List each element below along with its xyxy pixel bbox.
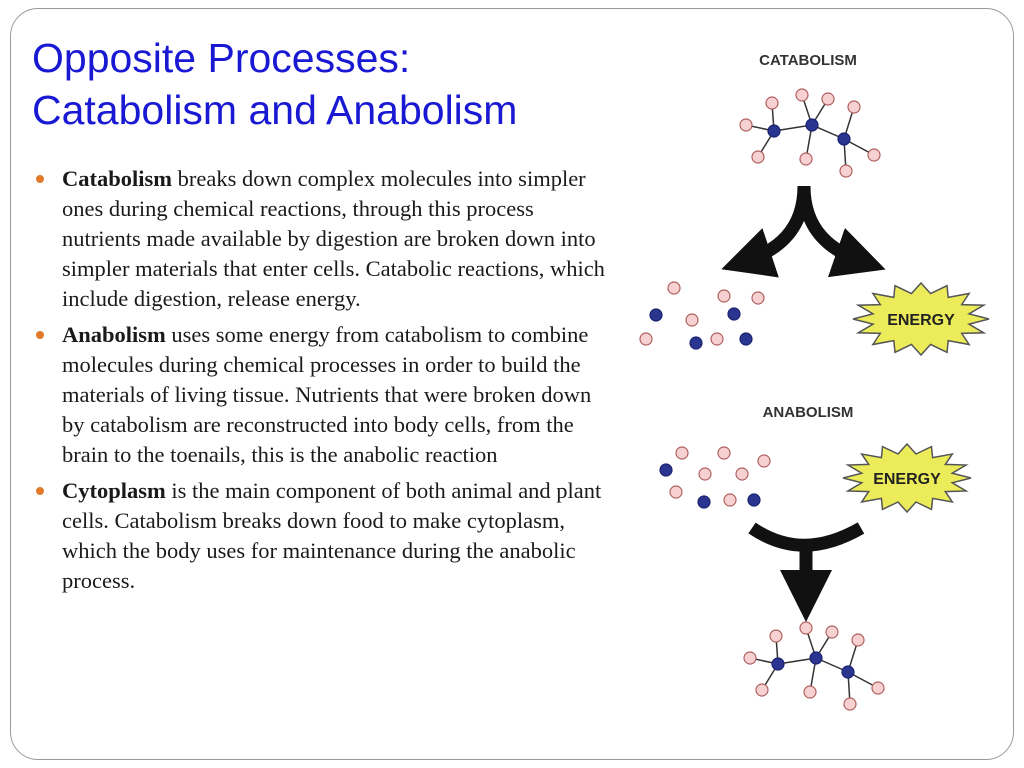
dark-atom	[837, 132, 851, 146]
dark-atom	[771, 657, 785, 671]
bullet-item-catabolism: Catabolism breaks down complex molecules…	[36, 164, 616, 314]
light-atom	[717, 446, 731, 460]
light-atom	[751, 150, 765, 164]
light-atom	[769, 629, 783, 643]
light-atom	[675, 446, 689, 460]
bullet-text: uses some energy from catabolism to comb…	[62, 322, 592, 467]
light-atom	[803, 685, 817, 699]
slide-title: Opposite Processes: Catabolism and Anabo…	[32, 32, 632, 136]
bullet-term: Anabolism	[62, 322, 166, 347]
simple-molecules-icon	[659, 446, 771, 509]
energy-burst-icon: ENERGY	[842, 442, 972, 514]
complex-molecule-icon	[743, 621, 885, 711]
light-atom	[735, 467, 749, 481]
light-atom	[799, 152, 813, 166]
bullet-list: Catabolism breaks down complex molecules…	[36, 164, 616, 602]
dark-atom	[809, 651, 823, 665]
light-atom	[757, 454, 771, 468]
light-atom	[685, 313, 699, 327]
dark-atom	[697, 495, 711, 509]
light-atom	[843, 697, 857, 711]
light-atom	[710, 332, 724, 346]
light-atom	[839, 164, 853, 178]
light-atom	[698, 467, 712, 481]
bullet-term: Catabolism	[62, 166, 173, 191]
light-atom	[723, 493, 737, 507]
light-atom	[799, 621, 813, 635]
bullet-text: is the main component of both animal and…	[62, 478, 602, 593]
bullet-item-anabolism: Anabolism uses some energy from cataboli…	[36, 320, 616, 470]
dark-atom	[689, 336, 703, 350]
energy-label: ENERGY	[887, 312, 955, 329]
light-atom	[851, 633, 865, 647]
light-atom	[739, 118, 753, 132]
bullet-dot-icon	[36, 331, 44, 339]
dark-atom	[727, 307, 741, 321]
down-arrow-icon	[748, 522, 865, 622]
simple-molecules-icon	[639, 281, 765, 350]
dark-atom	[841, 665, 855, 679]
light-atom	[847, 100, 861, 114]
dark-atom	[767, 124, 781, 138]
dark-atom	[805, 118, 819, 132]
dark-atom	[649, 308, 663, 322]
dark-atom	[739, 332, 753, 346]
metabolism-diagram: CATABOLISM ENERGY ANABOLISM ENERGY	[639, 52, 990, 711]
light-atom	[765, 96, 779, 110]
light-atom	[867, 148, 881, 162]
light-atom	[743, 651, 757, 665]
bullet-term: Cytoplasm	[62, 478, 166, 503]
light-atom	[751, 291, 765, 305]
slide-title-line-2: Catabolism and Anabolism	[32, 87, 518, 133]
anabolism-label: ANABOLISM	[763, 404, 854, 421]
light-atom	[667, 281, 681, 295]
light-atom	[755, 683, 769, 697]
light-atom	[825, 625, 839, 639]
bullet-text: breaks down complex molecules into simpl…	[62, 166, 605, 311]
light-atom	[821, 92, 835, 106]
light-atom	[795, 88, 809, 102]
light-atom	[669, 485, 683, 499]
light-atom	[717, 289, 731, 303]
bullet-dot-icon	[36, 175, 44, 183]
bullet-item-cytoplasm: Cytoplasm is the main component of both …	[36, 476, 616, 596]
slide-title-line-1: Opposite Processes:	[32, 35, 411, 81]
light-atom	[639, 332, 653, 346]
split-arrow-icon	[721, 185, 886, 278]
dark-atom	[659, 463, 673, 477]
dark-atom	[747, 493, 761, 507]
energy-label: ENERGY	[873, 471, 941, 488]
complex-molecule-icon	[739, 88, 881, 178]
catabolism-label: CATABOLISM	[759, 52, 857, 69]
light-atom	[871, 681, 885, 695]
bullet-dot-icon	[36, 487, 44, 495]
energy-burst-icon: ENERGY	[852, 281, 990, 357]
